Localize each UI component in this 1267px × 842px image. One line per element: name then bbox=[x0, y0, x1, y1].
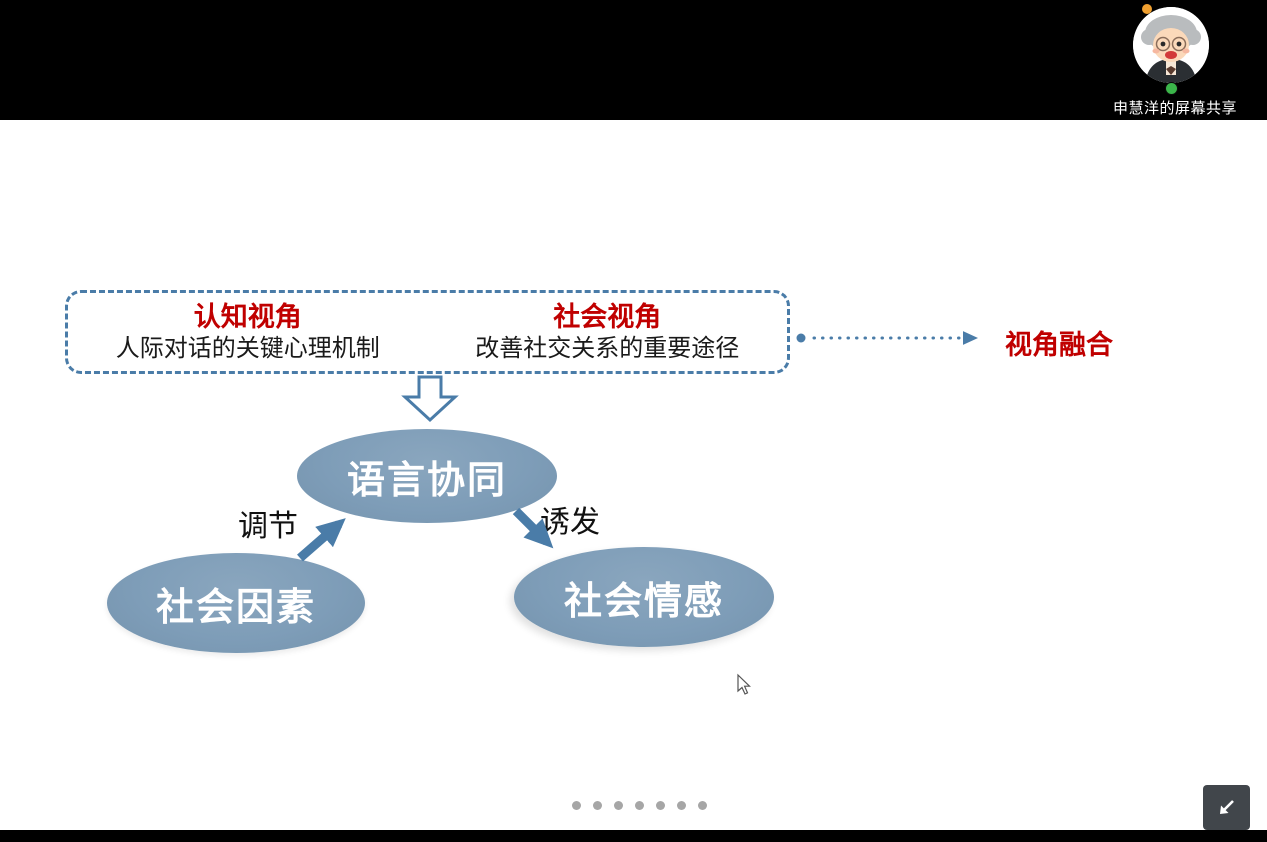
social-perspective-subtitle: 改善社交关系的重要途径 bbox=[475, 334, 740, 362]
pagination-dot bbox=[593, 801, 602, 810]
pagination-dot bbox=[572, 801, 581, 810]
diagram-connectors bbox=[297, 331, 978, 695]
screen-share-presenter-label: 申慧洋的屏幕共享 bbox=[1112, 100, 1237, 117]
social-perspective-column: 社会视角 改善社交关系的重要途径 bbox=[428, 293, 788, 371]
meeting-top-bar: 申慧洋的屏幕共享 bbox=[0, 0, 1267, 120]
pagination-dot bbox=[677, 801, 686, 810]
node-social-emotion: 社会情感 bbox=[514, 547, 774, 647]
edge-label-regulate: 调节 bbox=[238, 510, 298, 543]
annotation-corner-button[interactable] bbox=[1203, 785, 1250, 830]
mouse-cursor bbox=[737, 673, 751, 695]
cognitive-perspective-subtitle: 人际对话的关键心理机制 bbox=[115, 334, 380, 362]
presenter-avatar[interactable] bbox=[1133, 7, 1209, 83]
node-language-coordination: 语言协同 bbox=[297, 429, 557, 523]
fusion-label: 视角融合 bbox=[1005, 330, 1113, 360]
diagonal-arrow-icon bbox=[1219, 799, 1234, 814]
orange-status-dot-icon bbox=[1142, 4, 1152, 14]
fusion-connector-dot bbox=[796, 333, 806, 343]
bottom-black-bar bbox=[0, 830, 1267, 842]
social-perspective-title: 社会视角 bbox=[553, 302, 662, 333]
regulate-arrow-icon bbox=[297, 518, 346, 562]
edge-label-induce: 诱发 bbox=[540, 506, 600, 539]
perspective-box: 认知视角 人际对话的关键心理机制 社会视角 改善社交关系的重要途径 bbox=[65, 290, 790, 374]
mic-status-dot-icon bbox=[1165, 82, 1178, 95]
cartoon-avatar-icon bbox=[1133, 7, 1209, 83]
pagination-dot bbox=[614, 801, 623, 810]
pagination-dot bbox=[698, 801, 707, 810]
cognitive-perspective-column: 认知视角 人际对话的关键心理机制 bbox=[68, 293, 428, 371]
shared-slide: 认知视角 人际对话的关键心理机制 社会视角 改善社交关系的重要途径 视角融合 语… bbox=[0, 120, 1267, 830]
pagination-dots bbox=[572, 801, 707, 810]
down-block-arrow-icon bbox=[401, 375, 459, 423]
pagination-dot bbox=[656, 801, 665, 810]
pagination-dot bbox=[635, 801, 644, 810]
node-social-factors: 社会因素 bbox=[107, 553, 365, 653]
cognitive-perspective-title: 认知视角 bbox=[193, 302, 302, 333]
